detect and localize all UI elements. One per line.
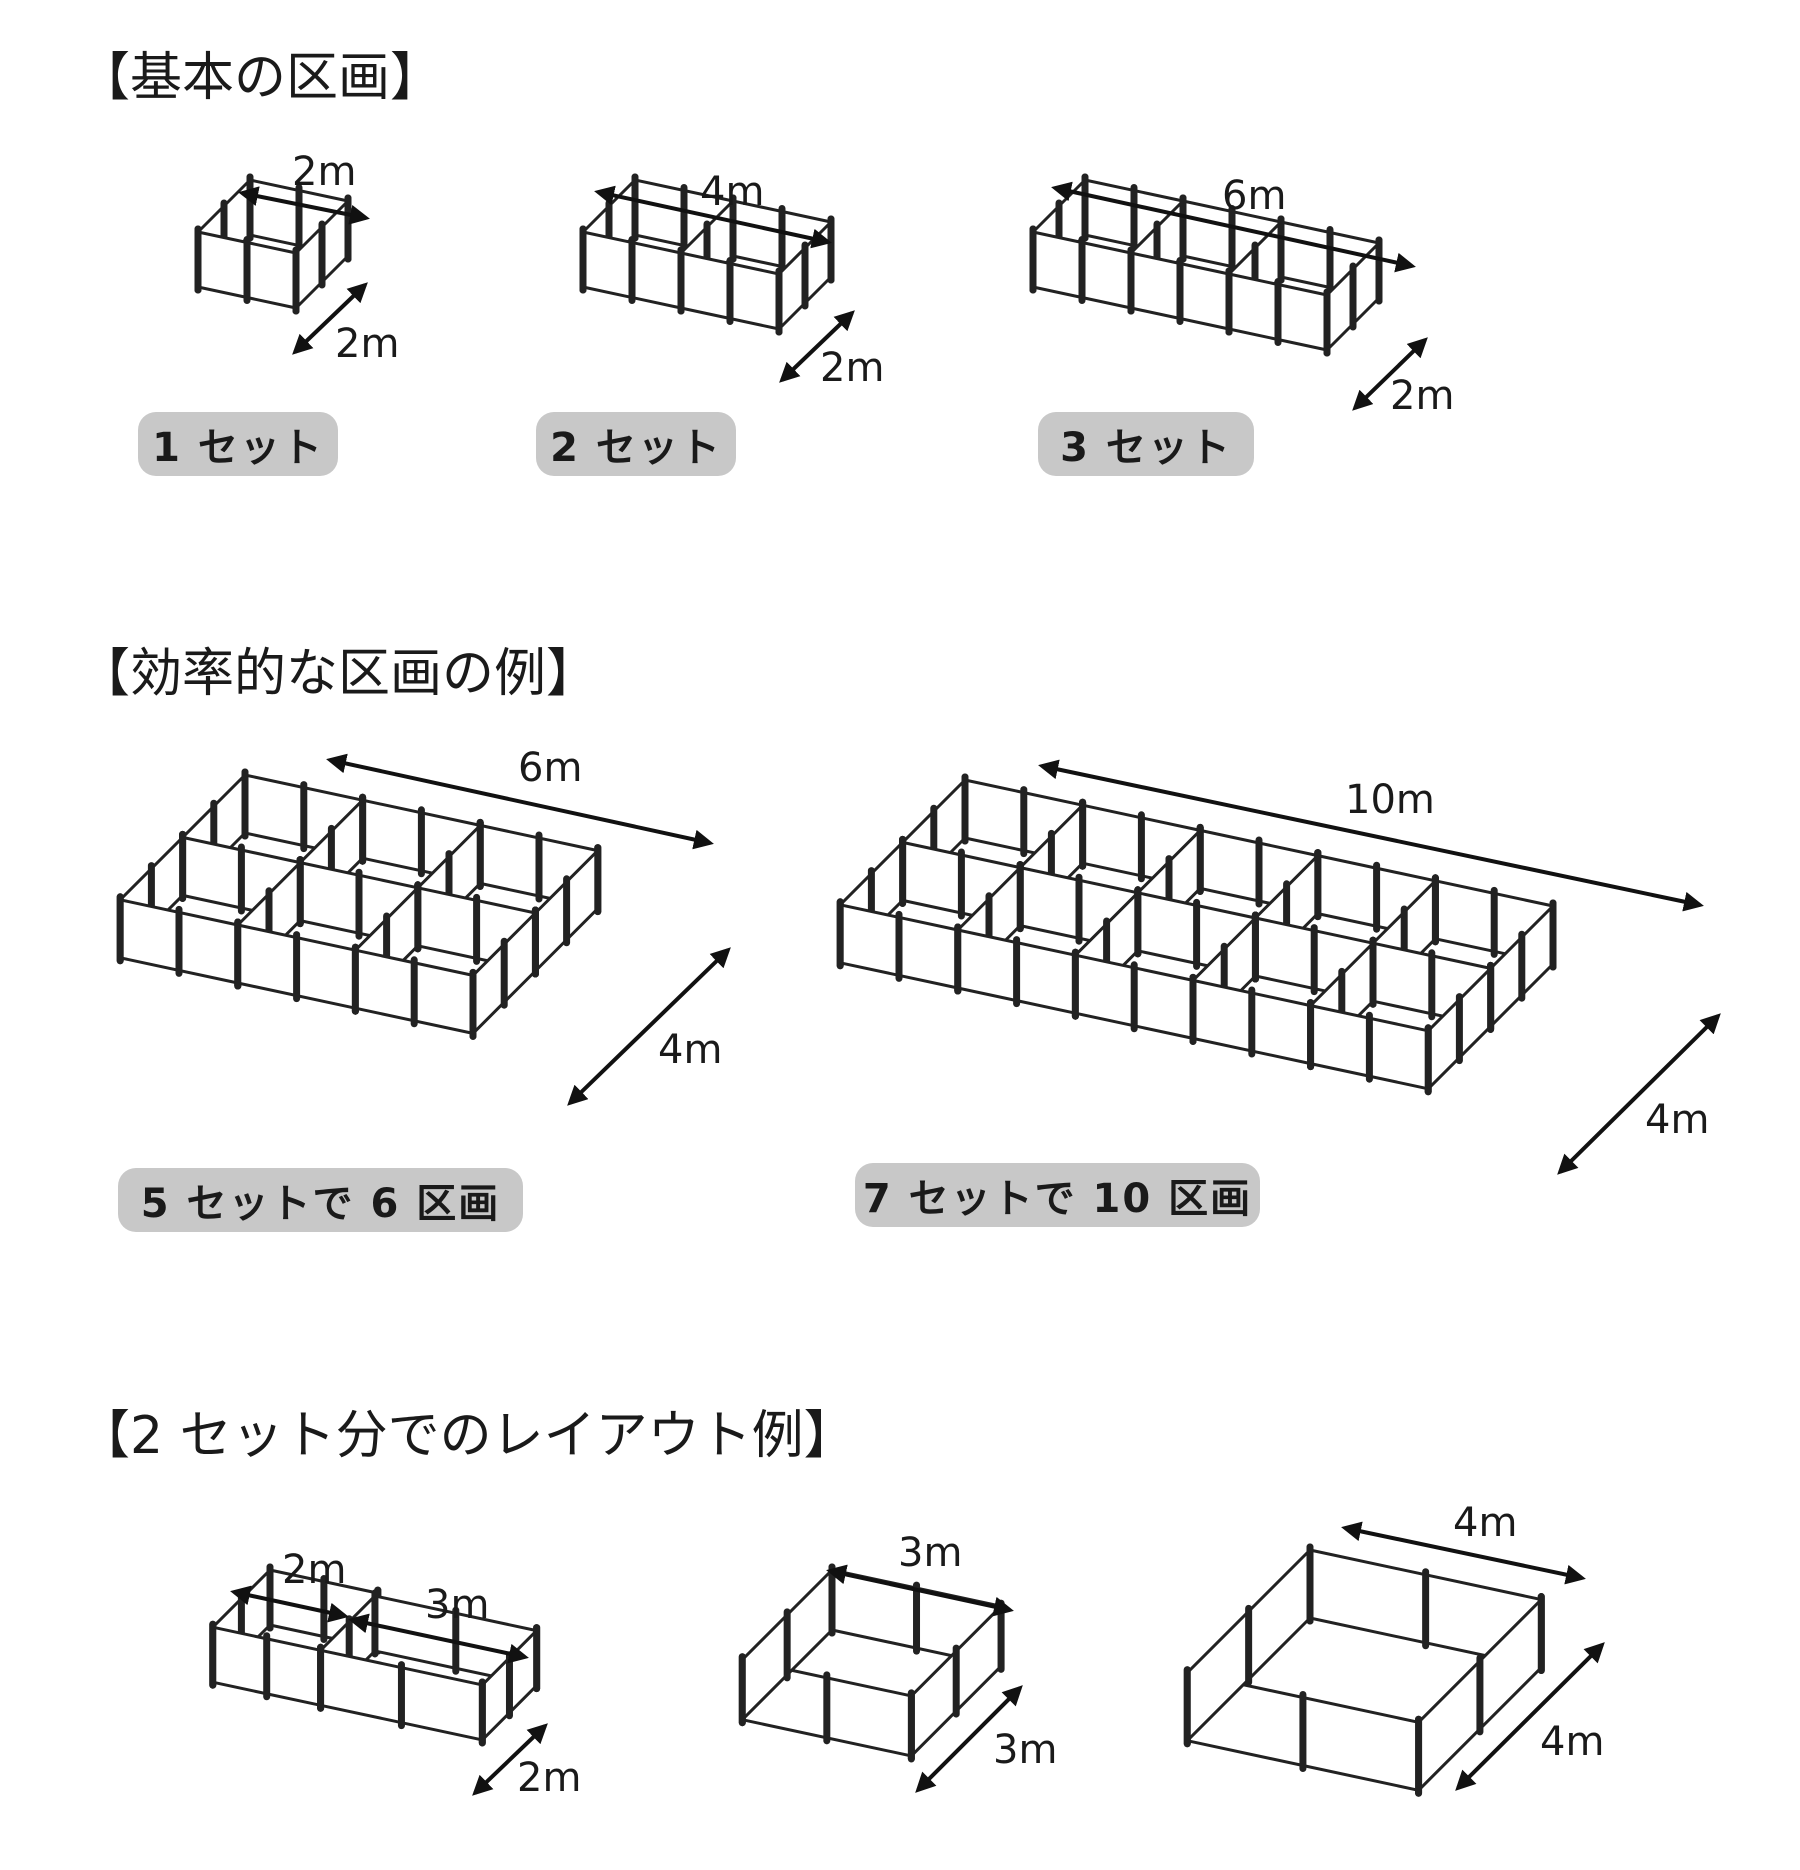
width-label: 6m (518, 745, 583, 791)
fence-svg (209, 1563, 541, 1747)
fence-diagram-4x4 (1183, 1530, 1800, 1850)
section-title-efficient: 【効率的な区画の例】 (78, 644, 599, 704)
width-label: 3m (898, 1530, 963, 1576)
width-label: 4m (1453, 1500, 1518, 1546)
depth-label: 4m (1645, 1097, 1710, 1143)
fence-svg (1183, 1543, 1545, 1797)
section-title-basic: 【基本の区画】 (78, 48, 443, 108)
depth-label: 4m (1540, 1719, 1605, 1765)
width-label: 10m (1345, 777, 1435, 823)
width-label-a: 2m (282, 1547, 347, 1593)
fence-diagram-1-set (130, 160, 460, 380)
depth-label: 3m (993, 1727, 1058, 1773)
depth-label: 2m (517, 1755, 582, 1801)
width-label: 4m (700, 169, 765, 215)
depth-label: 2m (1390, 373, 1455, 419)
width-label: 2m (292, 149, 357, 195)
badge-2-set: 2 セット (536, 412, 736, 476)
badge-3-set: 3 セット (1038, 412, 1254, 476)
width-label: 6m (1222, 173, 1287, 219)
badge-1-set: 1 セット (138, 412, 338, 476)
badge-5-set-6-plots: 5 セットで 6 区画 (118, 1168, 523, 1232)
depth-label: 4m (658, 1027, 723, 1073)
fence-diagram-l-shape (150, 1550, 570, 1810)
depth-label: 2m (335, 321, 400, 367)
depth-label: 2m (820, 345, 885, 391)
section-title-layout: 【2 セット分でのレイアウト例】 (78, 1406, 856, 1466)
fence-svg (194, 173, 352, 315)
badge-7-set-10-plots: 7 セットで 10 区画 (855, 1163, 1260, 1227)
width-label-b: 3m (425, 1582, 490, 1628)
